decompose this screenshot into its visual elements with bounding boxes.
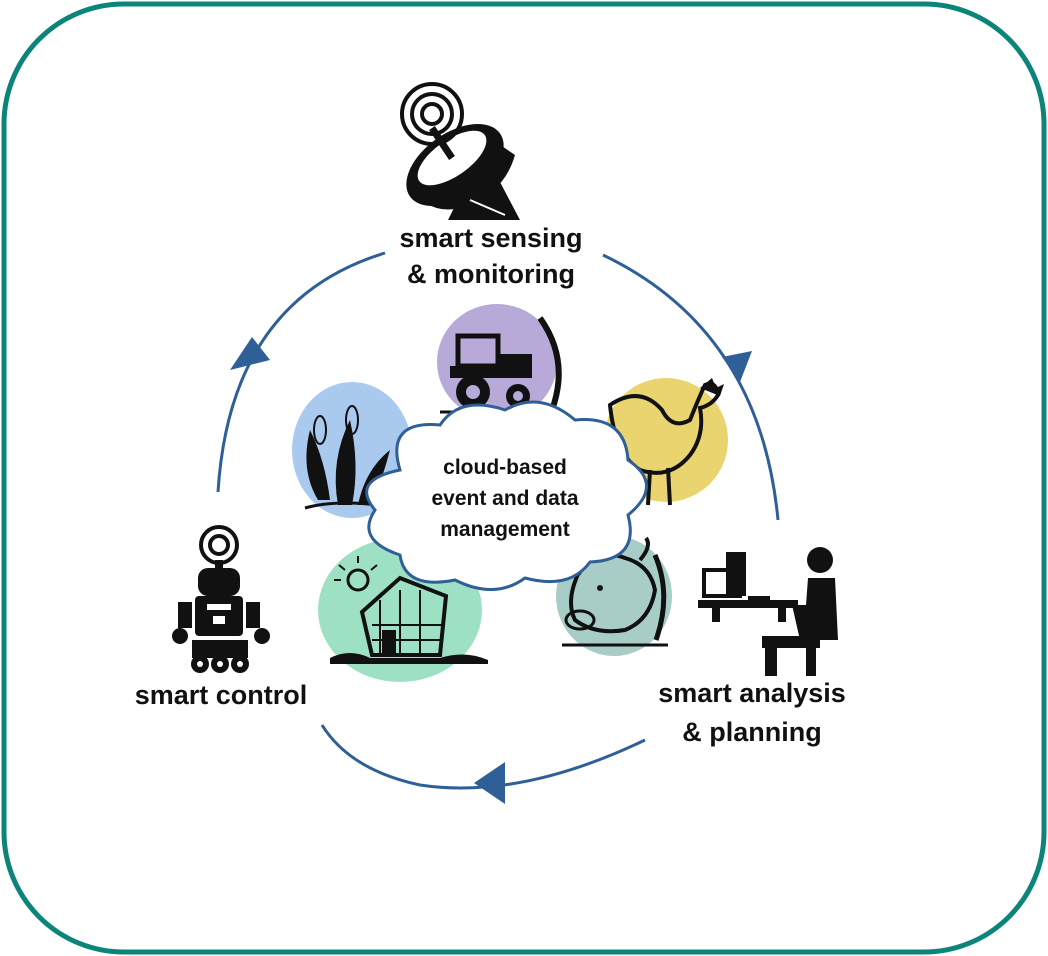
cloud-text-line1: cloud-based [443,456,567,479]
arrowhead-right [722,351,752,382]
cloud-text-line2: event and data [431,487,578,510]
control-label: smart control [135,680,308,710]
arrowhead-bottom [474,762,505,804]
arc-bottom [320,724,646,790]
satellite-dish-icon [400,82,520,220]
arc-top-left [216,251,386,493]
analysis-label-line2: & planning [682,717,821,747]
analysis-label-line1: smart analysis [658,678,846,708]
person-at-computer-icon [698,547,838,676]
sensing-label-line2: & monitoring [407,259,575,289]
arrowhead-left [230,337,270,370]
tractor-icon [437,304,562,420]
cloud-text-line3: management [440,518,570,541]
cloud-shape [365,400,648,591]
robot-icon [172,525,270,673]
sensing-label-line1: smart sensing [399,223,582,253]
